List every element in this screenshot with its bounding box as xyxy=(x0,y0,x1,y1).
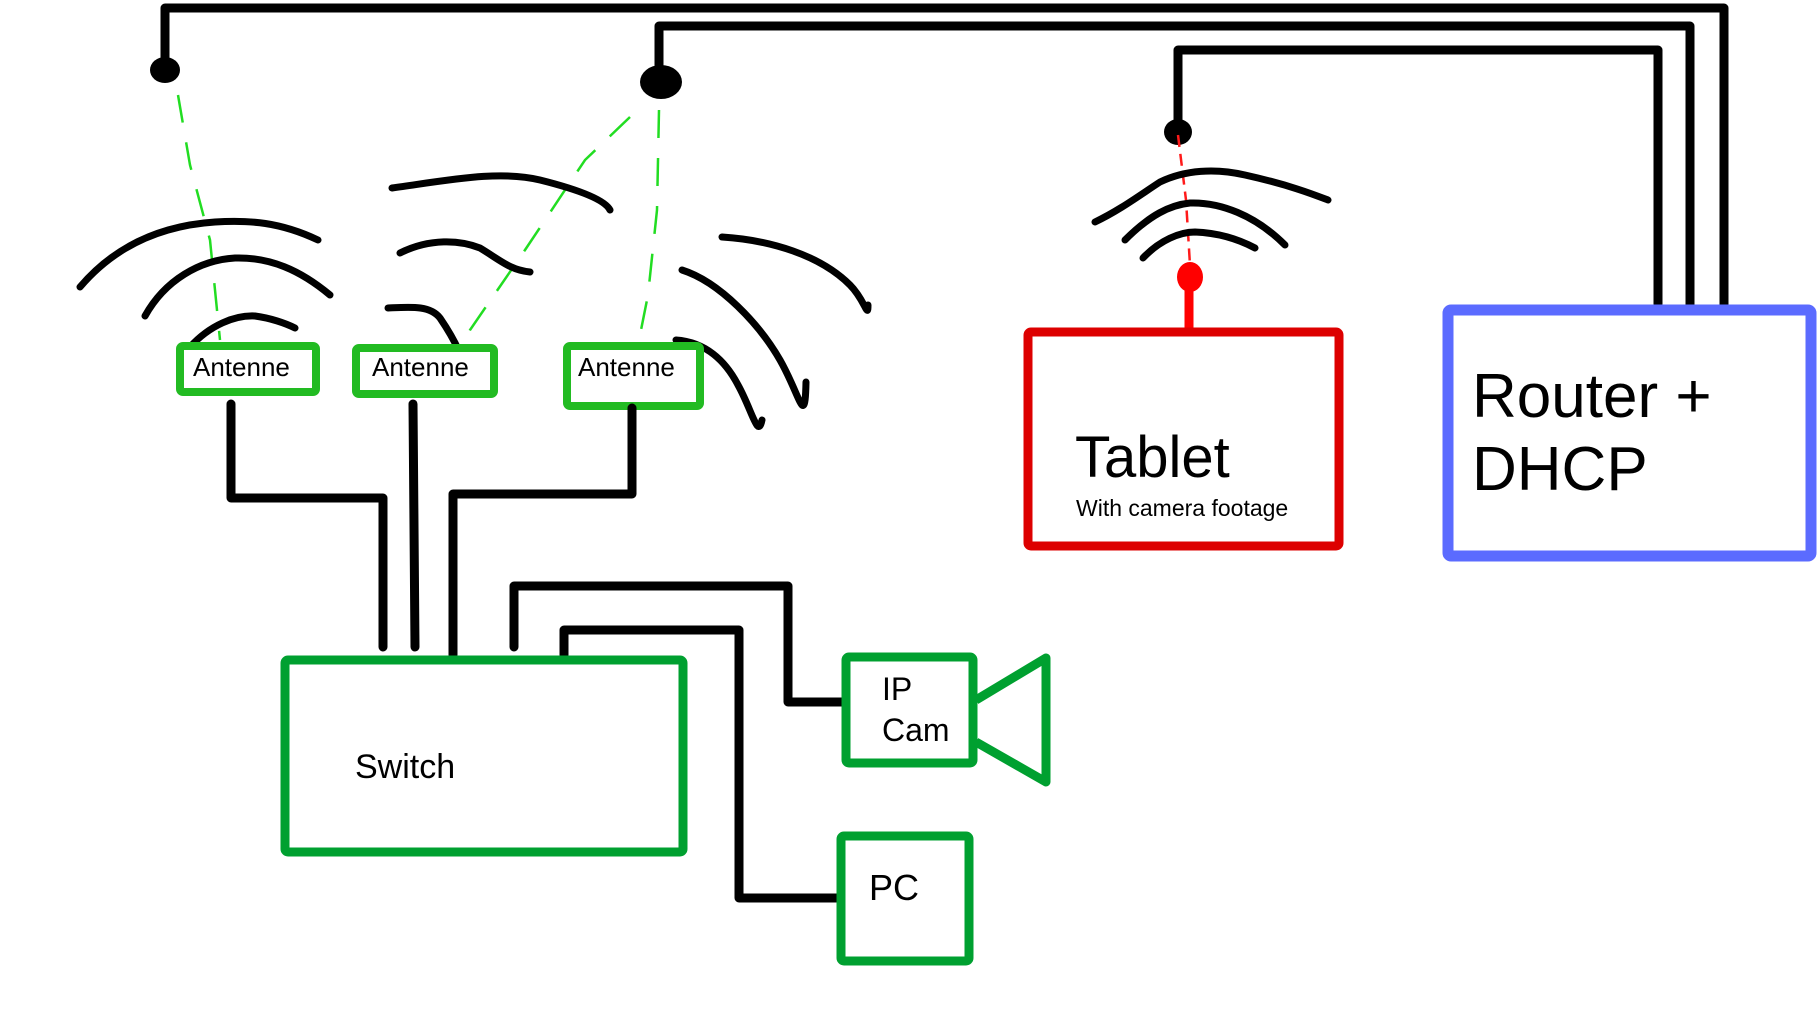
wifi-signal-icon-tablet xyxy=(1091,167,1332,262)
tablet-antenna-icon xyxy=(1177,262,1203,292)
switch[interactable]: Switch xyxy=(280,655,688,857)
camera-lens-icon xyxy=(973,653,1051,787)
wireless-link-ap1-antenna1 xyxy=(176,94,222,341)
ip-cam-label-line2: Cam xyxy=(882,712,950,748)
router-label-line2: DHCP xyxy=(1472,435,1648,504)
wire-switch-to-pc xyxy=(559,625,843,903)
access-point-3-icon xyxy=(1164,119,1192,145)
antenna-1[interactable]: Antenne xyxy=(176,342,320,396)
switch-label: Switch xyxy=(355,748,455,786)
router-label-line1: Router + xyxy=(1472,362,1712,431)
pc-label: PC xyxy=(869,867,919,908)
ip-cam[interactable]: IP Cam xyxy=(841,652,1051,787)
wire-ap3-to-router xyxy=(1173,45,1663,309)
wifi-signal-icon-antenna1 xyxy=(76,217,334,351)
antenna-1-label: Antenne xyxy=(193,352,290,382)
wire-antenna2-to-switch xyxy=(408,399,420,652)
antenna-3-label: Antenne xyxy=(578,352,675,382)
wire-switch-to-ipcam xyxy=(509,581,848,707)
wireless-link-ap2-antenna3 xyxy=(636,109,661,346)
wifi-signal-icon-antenna3 xyxy=(672,233,872,431)
tablet[interactable]: Tablet With camera footage xyxy=(1023,327,1344,551)
tablet-sublabel: With camera footage xyxy=(1076,495,1288,521)
pc[interactable]: PC xyxy=(836,831,974,966)
wire-ap2-to-router xyxy=(654,21,1695,311)
antenna-2[interactable]: Antenne xyxy=(352,344,498,398)
wire-antenna1-to-switch xyxy=(226,399,388,652)
access-point-1-icon xyxy=(150,57,180,83)
router-dhcp[interactable]: Router + DHCP xyxy=(1442,304,1817,562)
antenna-2-label: Antenne xyxy=(372,352,469,382)
wire-ap1-to-router xyxy=(160,3,1729,311)
tablet-label: Tablet xyxy=(1075,425,1230,490)
wire-antenna3-to-switch xyxy=(448,403,637,660)
ip-cam-label-line1: IP xyxy=(882,671,912,707)
access-point-2-icon xyxy=(640,65,682,99)
antenna-3[interactable]: Antenne xyxy=(563,342,704,410)
